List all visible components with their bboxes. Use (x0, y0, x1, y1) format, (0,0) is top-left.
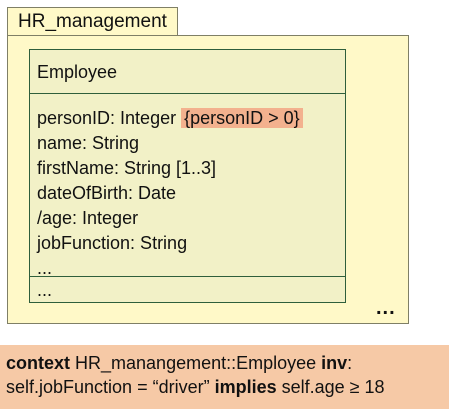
attribute-ellipsis: ... (37, 258, 53, 278)
class-name: Employee (30, 50, 345, 94)
ocl-line-1: context HR_manangement::Employee inv: (6, 351, 449, 375)
ocl-keyword-inv: inv (321, 353, 348, 373)
ocl-line-2: self.jobFunction = “driver” implies self… (6, 375, 449, 399)
attribute-first-name: firstName: String [1..3] (37, 158, 217, 178)
package-name: HR_management (18, 11, 167, 32)
package-tab: HR_management (7, 7, 178, 36)
ocl-condition: self.jobFunction = “driver” (6, 377, 215, 397)
ocl-keyword-implies: implies (214, 377, 277, 397)
employee-class: Employee personID: Integer {personID > 0… (29, 49, 346, 303)
ocl-colon: : (347, 353, 353, 373)
attribute-person-id: personID: Integer {personID > 0} (37, 106, 345, 131)
ocl-consequence: self.age ≥ 18 (276, 377, 385, 397)
attribute-date-of-birth: dateOfBirth: Date (37, 183, 177, 203)
attribute-name: name: String (37, 133, 140, 153)
person-id-constraint: {personID > 0} (181, 108, 303, 128)
attribute-compartment: personID: Integer {personID > 0} name: S… (30, 94, 345, 278)
ocl-keyword-context: context (6, 353, 71, 373)
package-more-ellipsis: ... (376, 297, 396, 319)
operation-compartment: ... (37, 280, 53, 300)
attribute-age: /age: Integer (37, 208, 139, 228)
ocl-context-target: HR_manangement::Employee (70, 353, 322, 373)
attribute-job-function: jobFunction: String (37, 233, 188, 253)
attribute-person-id-text: personID: Integer (37, 108, 182, 128)
ocl-constraint-box: context HR_manangement::Employee inv: se… (0, 345, 449, 409)
